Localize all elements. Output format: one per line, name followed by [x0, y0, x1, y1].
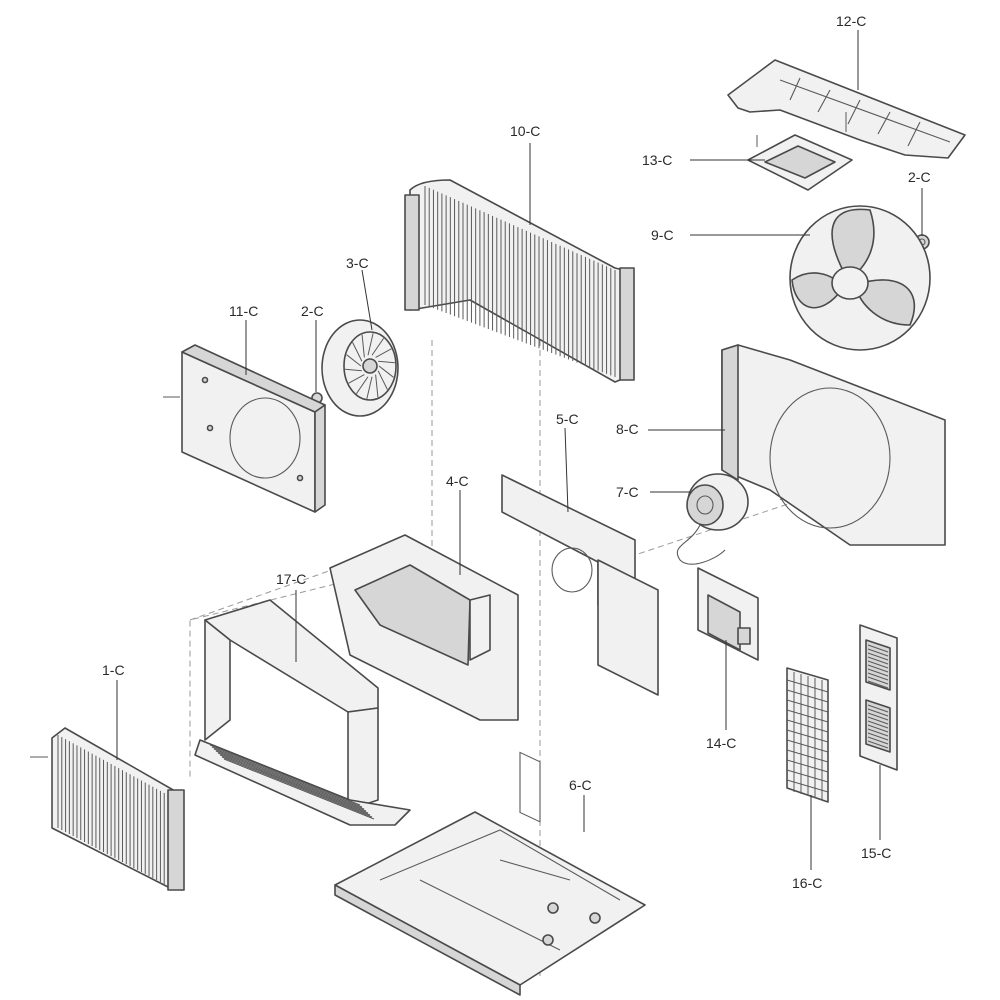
- grille-louver: [867, 708, 889, 717]
- part-7-fan-motor: [676, 473, 749, 565]
- label-10-c: 10-C: [510, 123, 540, 139]
- part-6-base-plate: [334, 811, 646, 996]
- filter-bar: [786, 749, 829, 763]
- grille-louver: [867, 724, 889, 733]
- part-11-orifice-panel: [163, 344, 326, 513]
- label-5-c: 5-C: [556, 411, 579, 427]
- blower-blade: [356, 376, 369, 394]
- grille-louver: [867, 652, 889, 661]
- filter-bar: [786, 689, 829, 703]
- label-4-c: 4-C: [446, 473, 469, 489]
- label-12-c: 12-C: [836, 13, 866, 29]
- blower-blade: [375, 374, 379, 398]
- blower-blade: [375, 348, 392, 358]
- filter-bar: [786, 779, 829, 793]
- blower-blade: [352, 342, 363, 362]
- leader-lines: [116, 30, 923, 870]
- frame-slat: [221, 756, 373, 818]
- grille-louver: [867, 740, 889, 749]
- grille-louver: [867, 668, 889, 677]
- label-2-c-right: 2-C: [908, 169, 931, 185]
- frame-slat: [215, 750, 367, 812]
- blower-blade: [348, 374, 365, 384]
- part-10-condenser-coil: [404, 179, 635, 383]
- grille-louver: [867, 680, 889, 689]
- frame-slat: [213, 748, 365, 810]
- part-13-bracket: [747, 134, 853, 191]
- filter-bar: [786, 709, 829, 723]
- label-9-c: 9-C: [651, 227, 674, 243]
- blower-blade: [346, 354, 362, 367]
- filter-bar: [786, 729, 829, 743]
- part-1-evaporator-coil: [30, 727, 185, 891]
- label-13-c: 13-C: [642, 152, 672, 168]
- part-3-blower-wheel: [321, 319, 399, 417]
- frame-slat: [209, 744, 361, 806]
- grille-louver: [867, 732, 889, 741]
- grille-louver: [867, 644, 889, 653]
- blower-blade: [377, 370, 388, 390]
- filter-bar: [786, 759, 829, 773]
- part-9-propeller-fan: [789, 205, 931, 351]
- frame-slat: [219, 754, 371, 816]
- blower-blade: [371, 338, 384, 356]
- part-16-filter: [786, 667, 829, 803]
- filter-bar: [786, 719, 829, 733]
- part-14-control-box: [697, 567, 759, 661]
- grille-louver: [867, 676, 889, 685]
- part-4-inner-frame: [329, 534, 519, 721]
- blower-blade: [367, 333, 374, 356]
- grille-louver: [867, 728, 889, 737]
- part-17-front-frame: [194, 599, 411, 826]
- grille-louver: [867, 656, 889, 665]
- grille-louver: [867, 704, 889, 713]
- blower-blade: [361, 334, 365, 358]
- grille-louver: [867, 720, 889, 729]
- grille-louver: [867, 660, 889, 669]
- label-3-c: 3-C: [346, 255, 369, 271]
- label-11-c: 11-C: [229, 303, 258, 319]
- grille-louver: [867, 648, 889, 657]
- blower-blade: [378, 365, 394, 378]
- filter-bar: [786, 679, 829, 693]
- grille-louver: [867, 712, 889, 721]
- grille-louver: [867, 664, 889, 673]
- part-5-partition-panel: [501, 474, 659, 823]
- frame-slat: [223, 758, 375, 820]
- label-14-c: 14-C: [706, 735, 736, 751]
- frame-slat: [211, 746, 363, 808]
- label-7-c: 7-C: [616, 484, 639, 500]
- blower-blade: [345, 368, 362, 372]
- label-6-c: 6-C: [569, 777, 592, 793]
- part-labels: 12-C 13-C 2-C 9-C 10-C 3-C 2-C 11-C 8-C …: [102, 13, 931, 891]
- grille-louver: [867, 672, 889, 681]
- label-8-c: 8-C: [616, 421, 639, 437]
- part-8-fan-shroud: [721, 344, 946, 546]
- filter-bar: [786, 769, 829, 783]
- label-15-c: 15-C: [861, 845, 891, 861]
- part-15-front-grille: [859, 624, 898, 771]
- part-12-top-cover: [727, 59, 966, 159]
- frame-slat: [217, 752, 369, 814]
- blower-blade: [366, 376, 373, 399]
- grille-louver: [867, 736, 889, 745]
- blower-blade: [378, 360, 395, 364]
- label-2-c-left: 2-C: [301, 303, 324, 319]
- label-1-c: 1-C: [102, 662, 125, 678]
- label-17-c: 17-C: [276, 571, 306, 587]
- filter-bar: [786, 739, 829, 753]
- label-16-c: 16-C: [792, 875, 822, 891]
- grille-louver: [867, 716, 889, 725]
- filter-bar: [786, 699, 829, 713]
